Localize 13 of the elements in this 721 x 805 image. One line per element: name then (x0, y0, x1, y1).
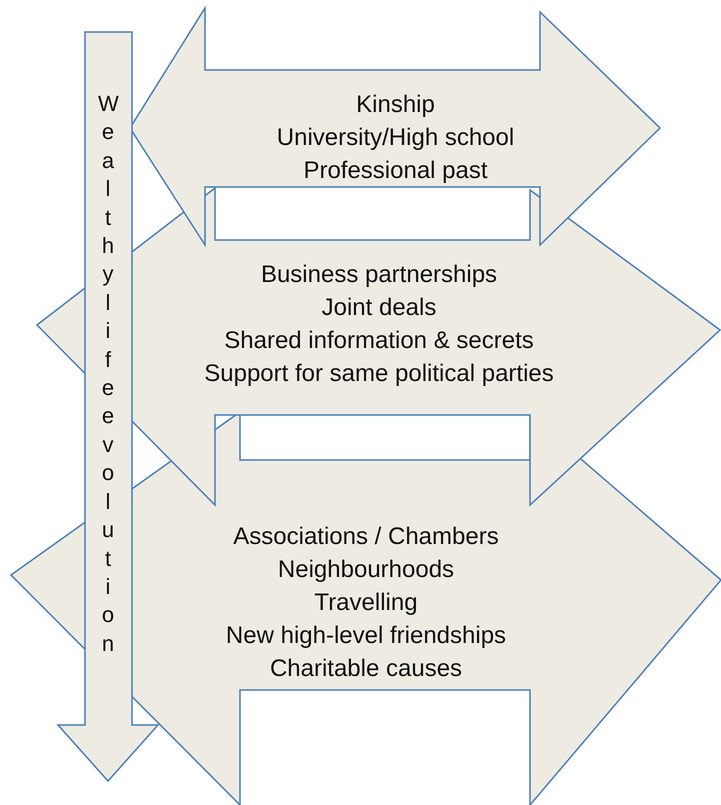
vertical-label: Wealthy life evolution (98, 90, 118, 658)
arrow-label: Professional past (303, 156, 488, 186)
arrow-label: University/High school (276, 123, 514, 153)
arrow-label: Kinship (356, 90, 435, 120)
arrow-label: New high-level friendships (226, 621, 506, 651)
arrow-label: Associations / Chambers (233, 522, 499, 552)
arrow-label: Neighbourhoods (278, 555, 454, 585)
arrow-label: Charitable causes (270, 654, 462, 684)
arrow-label: Business partnerships (260, 260, 498, 290)
arrow-label: Shared information & secrets (224, 326, 534, 356)
arrow-label: Travelling (314, 588, 418, 618)
arrow-label: Joint deals (322, 293, 436, 323)
arrow-label: Support for same political parties (204, 359, 554, 389)
